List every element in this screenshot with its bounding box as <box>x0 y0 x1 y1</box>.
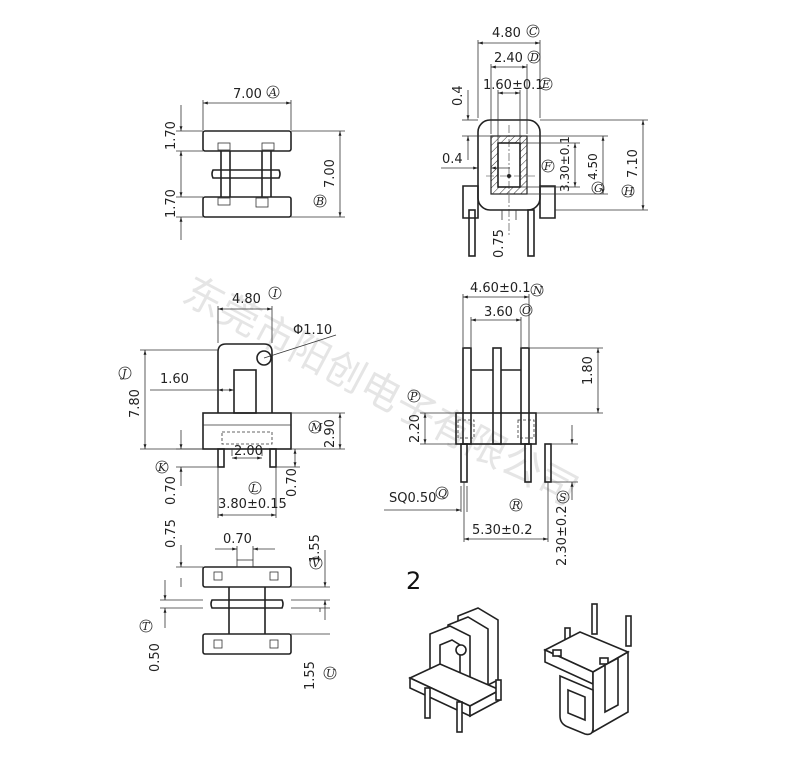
dim-O-value: 3.60 <box>484 305 513 320</box>
dim-bottom-offset: 0.75 <box>164 519 179 548</box>
dim-wall-side: 0.4 <box>442 152 463 167</box>
marker-K: K <box>157 461 167 474</box>
dim-R-value: 5.30±0.2 <box>472 523 533 538</box>
marker-T: T <box>142 620 151 633</box>
view-front-middle-right: 4.60±0.1 N 3.60 O 1.80 2.20 P SQ0.50 Q 5… <box>384 281 603 566</box>
iso-view-underside <box>543 603 632 736</box>
dim-E-value: 1.60±0.1 <box>483 78 544 93</box>
marker-L: L <box>250 482 258 495</box>
dim-M-value: 2.90 <box>323 419 338 448</box>
dim-Q-value: SQ0.50 <box>389 491 436 506</box>
marker-A: A <box>268 86 277 99</box>
dim-flange-height: 1.80 <box>581 356 596 385</box>
dim-F-value: 3.30±0.1 <box>558 136 572 192</box>
dim-D-value: 2.40 <box>494 51 523 66</box>
marker-O: O <box>522 304 531 317</box>
dim-L-value: 3.80±0.15 <box>218 497 287 512</box>
marker-G: G <box>594 182 603 195</box>
dim-pin-width: 0.70 <box>285 468 300 497</box>
marker-E: E <box>541 78 550 91</box>
dim-flange-upper: 1.70 <box>164 121 179 150</box>
dim-A-value: 7.00 <box>233 87 262 102</box>
dim-inner-width: 1.60 <box>160 372 189 387</box>
dim-G-value: 4.50 <box>586 153 600 180</box>
marker-U: U <box>326 667 336 680</box>
dim-N-value: 4.60±0.1 <box>470 281 531 296</box>
view-number: 2 <box>406 567 421 595</box>
dim-flange-lower: 1.70 <box>164 189 179 218</box>
dim-U-value: 1.55 <box>303 661 318 690</box>
dim-rib-width: 0.70 <box>223 532 252 547</box>
marker-M: M <box>310 421 323 434</box>
dim-J-value: 7.80 <box>128 389 143 418</box>
view-front-top-left: 7.00 A 7.00 B 1.70 1.70 <box>164 85 345 240</box>
dim-V-value: 1.55 <box>308 534 323 563</box>
dim-wall-top: 0.4 <box>451 85 466 106</box>
dim-C-value: 4.80 <box>492 26 521 41</box>
marker-C: C <box>529 25 538 38</box>
dim-T-value: 0.50 <box>148 643 163 672</box>
dim-pin-length: 0.75 <box>492 229 507 258</box>
marker-V: V <box>312 557 321 570</box>
marker-J: J <box>120 367 127 380</box>
dim-I-value: 4.80 <box>232 292 261 307</box>
marker-P: P <box>409 390 418 403</box>
view-end-top-right: 4.80 C 2.40 D 1.60±0.1 E 0.4 0.4 3.30±0.… <box>441 24 648 258</box>
marker-H: H <box>623 185 634 198</box>
view-side-middle-left: 4.80 I Φ1.10 1.60 7.80 J 2.90 M 2.00 0.7… <box>118 286 345 518</box>
dim-P-value: 2.20 <box>408 414 423 443</box>
marker-F: F <box>543 160 552 173</box>
dim-pin-spacing: 2.00 <box>234 444 263 459</box>
dim-H-value: 7.10 <box>626 149 641 178</box>
iso-view-front <box>408 607 502 733</box>
marker-N: N <box>532 284 543 297</box>
marker-I: I <box>272 287 278 300</box>
dim-B-value: 7.00 <box>323 159 338 188</box>
dim-hole-diameter: Φ1.10 <box>293 323 332 338</box>
marker-Q: Q <box>438 487 447 500</box>
marker-B: B <box>315 195 324 208</box>
marker-D: D <box>529 51 539 64</box>
dim-K-value: 0.70 <box>164 476 179 505</box>
marker-S: S <box>559 491 567 504</box>
view-bottom-left: 0.70 0.75 0.50 T 1.55 V 1.55 U <box>139 519 337 690</box>
dim-S-value: 2.30±0.2 <box>555 505 570 566</box>
marker-R: R <box>511 499 520 512</box>
